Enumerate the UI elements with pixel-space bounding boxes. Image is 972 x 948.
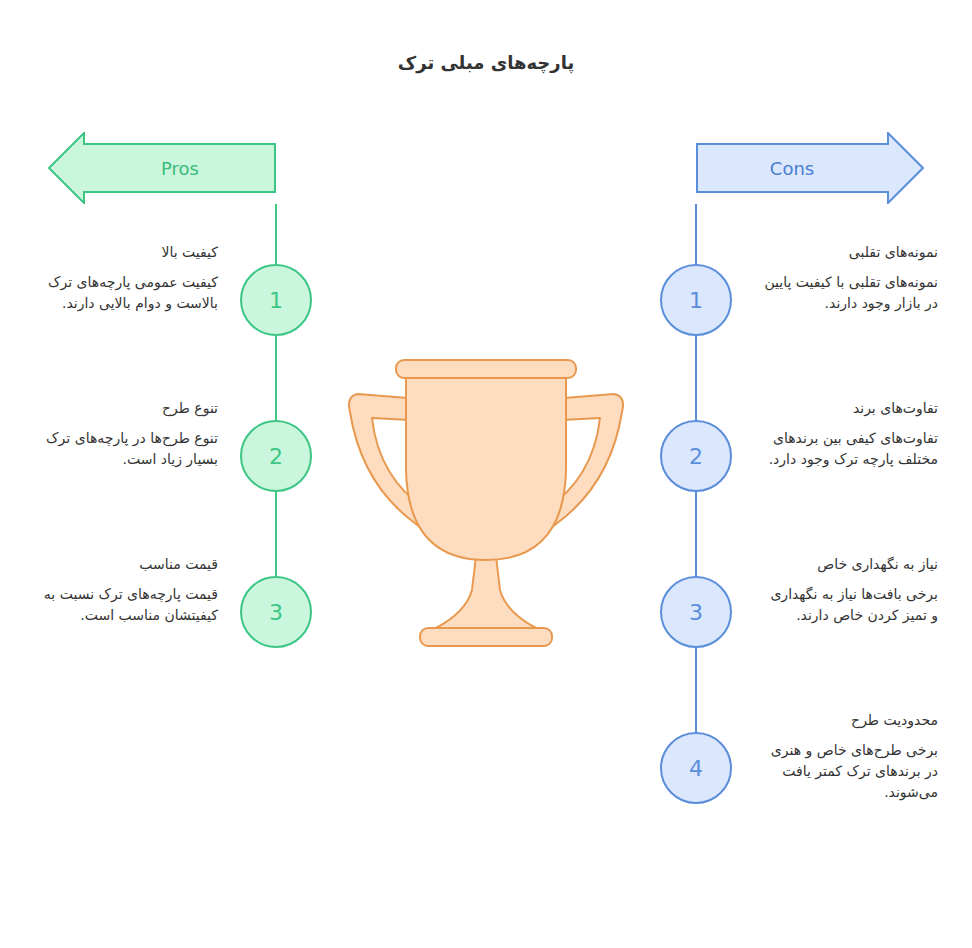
numbered-circle: 2تفاوت‌های برندتفاوت‌های کیفی بین برندها… [660,420,732,492]
numbered-circle: 4محدودیت طرحبرخی طرح‌های خاص و هنری در ب… [660,732,732,804]
callout-number: 2 [689,444,703,469]
numbered-circle: 3قیمت مناسبقیمت پارچه‌های ترک نسبت به کی… [240,576,312,648]
item-description: نمونه‌های تقلبی با کیفیت پایین در بازار … [760,272,938,314]
timeline-connector [695,336,697,420]
item-heading: کیفیت بالا [40,244,218,260]
trophy-rim [396,360,576,378]
item-heading: نمونه‌های تقلبی [760,244,938,260]
numbered-circle: 1کیفیت بالاکیفیت عمومی پارچه‌های ترک بال… [240,264,312,336]
timeline-connector [275,492,277,576]
trophy-bowl [406,376,566,560]
item-heading: تنوع طرح [40,400,218,416]
trophy-base [436,556,536,628]
numbered-circle: 2تنوع طرحتنوع طرح‌ها در پارچه‌های ترک بس… [240,420,312,492]
callout-number: 1 [689,288,703,313]
item-heading: محدودیت طرح [760,712,938,728]
section-banner: Cons [696,132,924,204]
callout-number: 1 [269,288,283,313]
callout-number: 3 [689,600,703,625]
diagram-title: پارچه‌های مبلی ترک [0,52,972,73]
banner-outline [697,133,923,203]
item-description: برخی بافت‌ها نیاز به نگهداری و تمیز کردن… [760,584,938,626]
numbered-circle: 1نمونه‌های تقلبینمونه‌های تقلبی با کیفیت… [660,264,732,336]
timeline-connector [695,648,697,732]
item-description: برخی طرح‌های خاص و هنری در برندهای ترک ک… [760,740,938,803]
timeline-connector [695,492,697,576]
timeline-connector [695,204,697,264]
numbered-circle: 3نیاز به نگهداری خاصبرخی بافت‌ها نیاز به… [660,576,732,648]
banner-outline [49,133,275,203]
item-heading: نیاز به نگهداری خاص [760,556,938,572]
timeline-connector [275,204,277,264]
banner-label: Cons [696,132,888,204]
item-description: تفاوت‌های کیفی بین برندهای مختلف پارچه ت… [760,428,938,470]
banner-label: Pros [84,132,276,204]
timeline-connector [275,336,277,420]
item-description: کیفیت عمومی پارچه‌های ترک بالاست و دوام … [40,272,218,314]
callout-number: 3 [269,600,283,625]
item-heading: تفاوت‌های برند [760,400,938,416]
item-description: تنوع طرح‌ها در پارچه‌های ترک بسیار زیاد … [40,428,218,470]
trophy-foot [420,628,552,646]
callout-number: 2 [269,444,283,469]
item-description: قیمت پارچه‌های ترک نسبت به کیفیتشان مناس… [40,584,218,626]
callout-number: 4 [689,756,703,781]
item-heading: قیمت مناسب [40,556,218,572]
section-banner: Pros [48,132,276,204]
